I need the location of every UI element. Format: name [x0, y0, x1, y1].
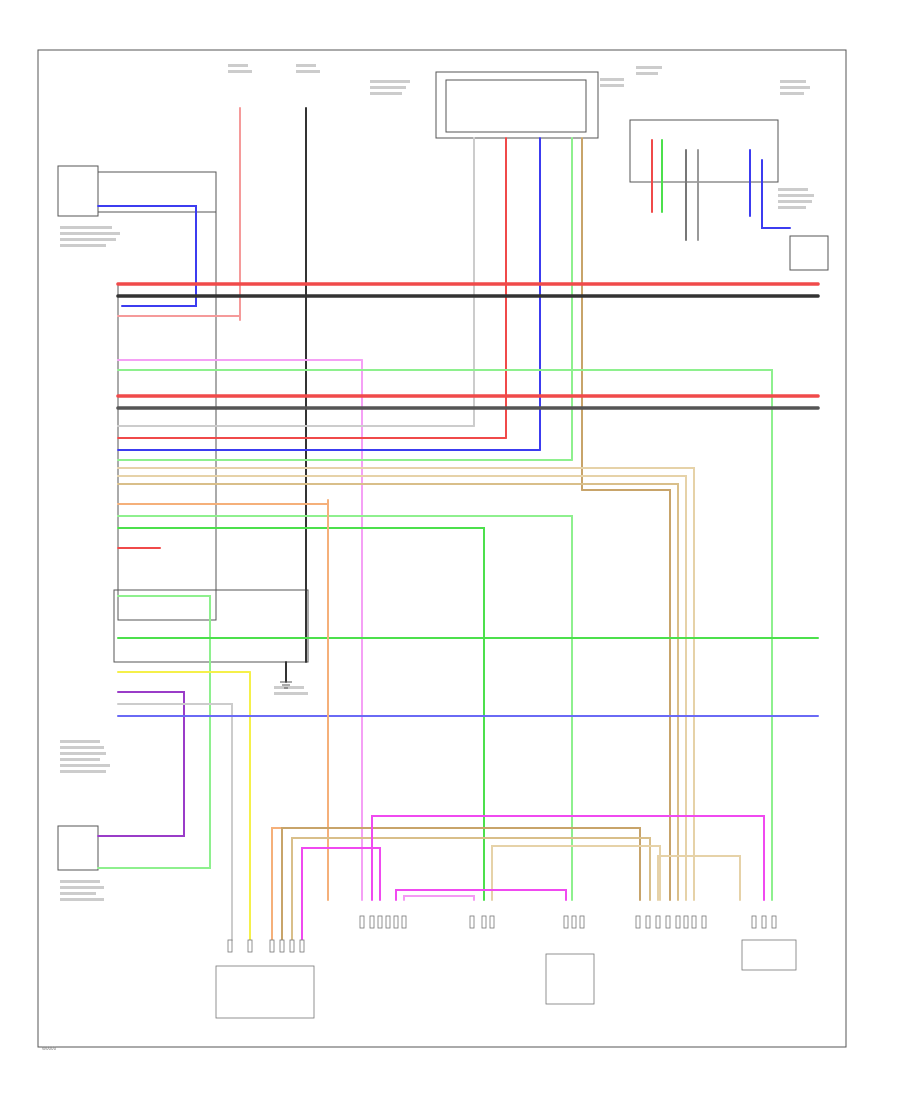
wire-lightgreen-1: [117, 369, 773, 901]
switch-top-left: [57, 165, 99, 217]
wire-magenta-lower-d: [403, 895, 475, 901]
wire-tan-lower-2: [291, 837, 651, 941]
connector-bottom-6: [741, 915, 797, 971]
wire-blue-right-to-switch: [761, 159, 791, 229]
connector-bottom-3: [469, 915, 495, 929]
module-top-right: [629, 119, 779, 183]
wire-tan-lower-4: [657, 855, 741, 901]
ground-symbol: [280, 681, 292, 689]
connector-top-center: [435, 71, 599, 139]
wire-orange-h: [117, 503, 329, 901]
connector-bottom-4: [545, 915, 595, 1005]
top-labels: [60, 64, 814, 901]
wire-blue-topleft: [97, 205, 197, 307]
wire-orange-lower: [271, 499, 329, 941]
connector-bottom-1: [215, 939, 315, 1019]
connector-bottom-2: [359, 915, 407, 929]
wire-magenta-lower-a: [301, 847, 381, 941]
diagram-border: [37, 49, 847, 1048]
footer-code: W0000: [42, 1046, 57, 1051]
wire-tan-lower-3: [491, 845, 661, 901]
wire-gray-lower: [117, 703, 233, 941]
connector-top-center-inner: [445, 79, 587, 133]
wire-tan-h2: [117, 475, 687, 901]
wire-magenta-lower-c: [395, 889, 567, 901]
wire-tan-lower-1: [281, 827, 641, 941]
wire-purple-lower: [97, 691, 185, 837]
wire-green-h2: [117, 515, 573, 901]
wire-tan-h4: [581, 489, 671, 901]
wire-green-h3: [117, 527, 485, 901]
switch-bottom-left: [57, 825, 99, 871]
wire-magenta-lower-b: [371, 815, 765, 901]
wire-tan-h3: [117, 483, 679, 901]
wire-tan-h1: [117, 467, 695, 901]
connector-bottom-5: [635, 915, 707, 929]
switch-right: [789, 235, 829, 271]
wire-lightgreen-lower-1: [97, 595, 211, 869]
